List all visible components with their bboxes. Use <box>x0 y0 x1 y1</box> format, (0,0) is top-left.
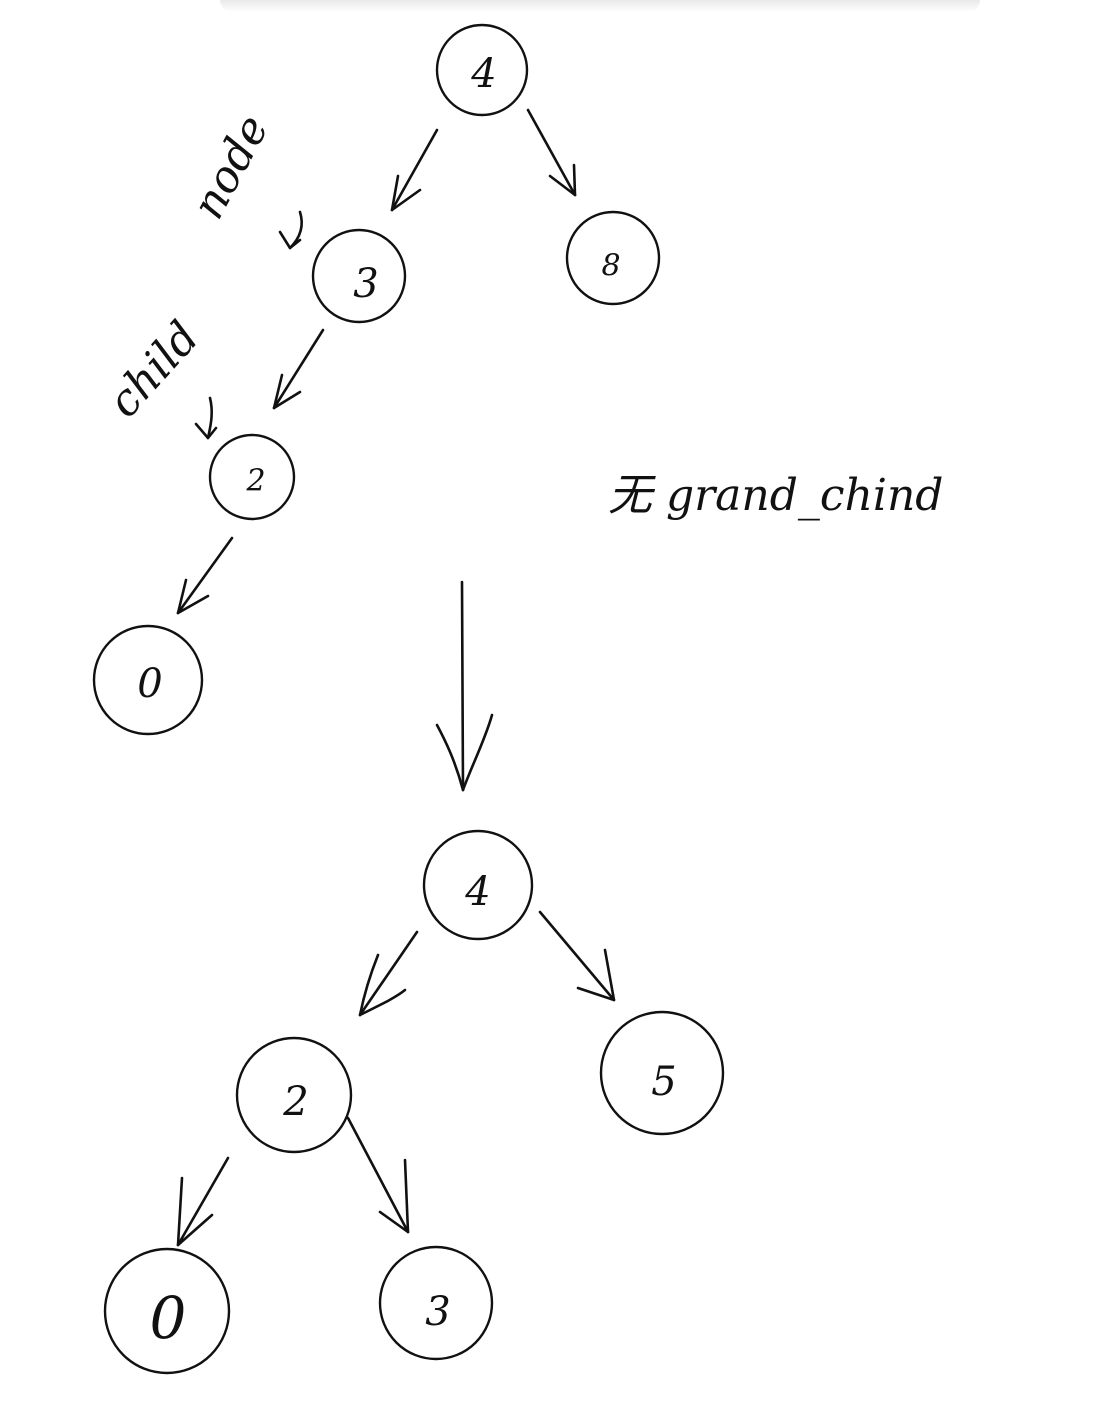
before-edge-3-to-2 <box>272 328 325 410</box>
tree-node: 3 <box>378 1245 494 1361</box>
node-value: 2 <box>245 464 265 499</box>
node-value: 4 <box>470 51 496 97</box>
child-pointer-label: child <box>98 312 218 440</box>
transform-arrow <box>435 580 494 792</box>
node-value: 4 <box>464 869 490 915</box>
tree-node: 3 <box>311 228 407 324</box>
node-value: 0 <box>150 1284 187 1352</box>
after-edge-4-to-2 <box>358 930 419 1017</box>
window-top-shadow <box>220 0 980 12</box>
after-edge-2-to-0 <box>176 1156 230 1247</box>
before-edge-2-to-0 <box>176 536 234 615</box>
node-label-text: node <box>183 107 279 227</box>
after-tree: 4 2 5 0 3 <box>103 829 725 1375</box>
after-edge-4-to-5 <box>538 910 616 1002</box>
before-tree: 4 3 8 2 0 node child <box>92 23 661 736</box>
tree-node: 5 <box>599 1010 725 1136</box>
tree-node: 0 <box>92 624 204 736</box>
tree-node: 0 <box>103 1247 231 1375</box>
tree-node: 4 <box>422 829 534 941</box>
transform-note: 无 grand_chind <box>608 470 943 521</box>
before-edge-4-to-8 <box>526 108 577 197</box>
tree-node: 2 <box>235 1036 353 1154</box>
node-pointer-label: node <box>183 107 303 250</box>
node-value: 5 <box>651 1059 676 1105</box>
tree-node: 4 <box>435 23 529 117</box>
node-value: 3 <box>353 261 378 307</box>
node-value: 0 <box>137 661 162 707</box>
node-value: 3 <box>425 1289 450 1335</box>
tree-node: 8 <box>565 210 661 306</box>
tree-node: 2 <box>208 433 296 521</box>
child-label-text: child <box>98 312 209 427</box>
node-value: 2 <box>282 1079 308 1125</box>
before-edge-4-to-3 <box>390 128 439 212</box>
after-edge-2-to-3 <box>346 1116 410 1234</box>
node-value: 8 <box>601 249 620 284</box>
